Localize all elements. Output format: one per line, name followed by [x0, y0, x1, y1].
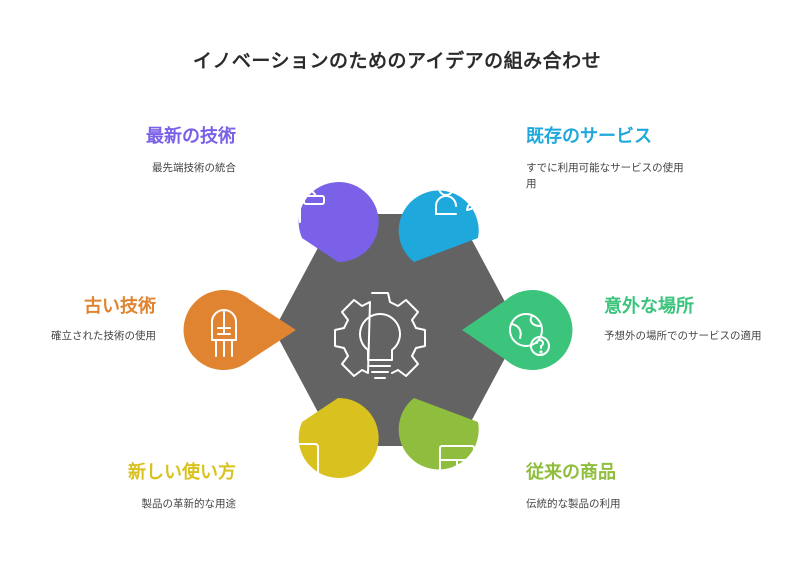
- node-existing-shape: [398, 190, 479, 262]
- label-unexpected: 意外な場所: [604, 296, 694, 317]
- node-newest-shape: [298, 182, 379, 263]
- node-unexpected-shape: [462, 290, 573, 370]
- desc-existing-line2: 用: [526, 178, 537, 190]
- desc-newuse: 製品の革新的な用途: [141, 498, 237, 510]
- label-traditional: 従来の商品: [526, 462, 616, 483]
- desc-existing: すでに利用可能なサービスの使用 用: [526, 160, 696, 192]
- node-newuse-shape: [298, 397, 379, 478]
- center-hexagon: [274, 214, 520, 446]
- person-pen-icon: [435, 180, 480, 215]
- desc-traditional: 伝統的な製品の利用: [526, 498, 621, 510]
- desc-old: 確立された技術の使用: [51, 330, 156, 342]
- gear-bulb-icon: [334, 292, 426, 379]
- label-newest: 最新の技術: [146, 126, 236, 147]
- vacuum-tube-icon: [211, 309, 237, 357]
- desc-existing-line1: すでに利用可能なサービスの使用: [526, 162, 684, 174]
- label-old: 古い技術: [84, 296, 156, 317]
- node-old-shape: [183, 290, 296, 370]
- head-vr-icon: [283, 186, 325, 223]
- cabinet-icon: [439, 445, 475, 487]
- label-existing: 既存のサービス: [526, 126, 652, 147]
- desc-newest: 最先端技術の統合: [152, 162, 236, 174]
- desc-unexpected: 予想外の場所でのサービスの適用: [604, 330, 762, 342]
- label-newuse: 新しい使い方: [128, 462, 236, 483]
- hand-phone-icon: [281, 443, 319, 487]
- globe-question-icon: [509, 313, 550, 356]
- diagram-title: イノベーションのためのアイデアの組み合わせ: [192, 50, 602, 72]
- node-traditional-shape: [398, 398, 479, 470]
